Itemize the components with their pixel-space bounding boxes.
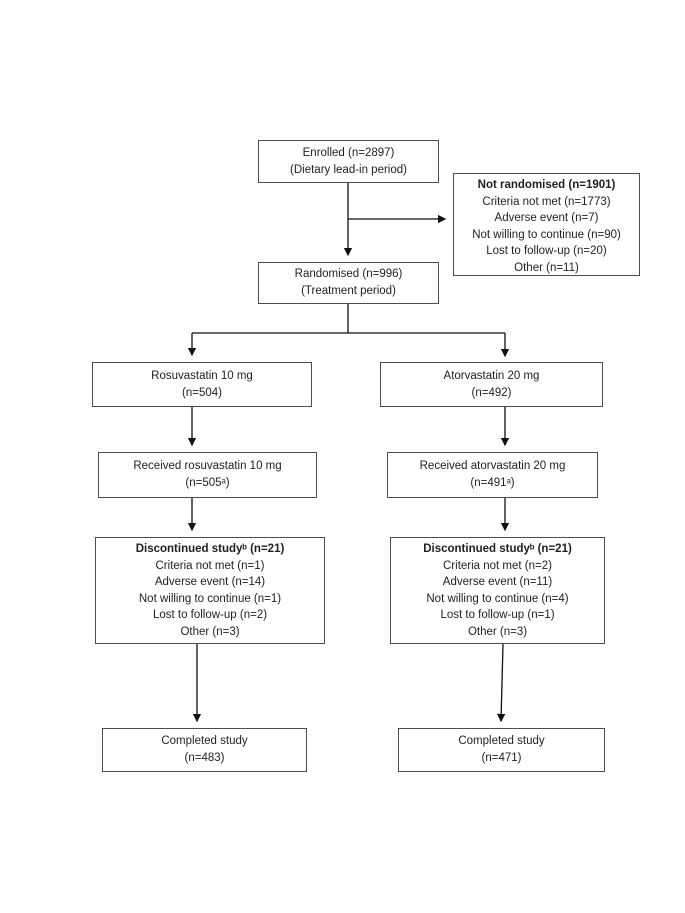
discontinued-atorvastatin-item: Other (n=3) (467, 625, 528, 638)
discontinued-atorvastatin-item: Adverse event (n=11) (442, 576, 553, 588)
enrolled-line2: (Dietary lead-in period) (290, 163, 407, 176)
discontinued-rosuvastatin-item: Adverse event (n=14) (154, 576, 266, 588)
received-atorvastatin-line1: Received atorvastatin 20 mg (419, 460, 566, 472)
completed-atorvastatin-line2: (n=471) (481, 752, 522, 764)
discontinued-rosuvastatin-item: Criteria not met (n=1) (155, 559, 265, 572)
received-atorvastatin-box: Received atorvastatin 20 mg (n=491ᵃ) (387, 452, 598, 498)
completed-rosuvastatin-line1: Completed study (161, 735, 248, 747)
not-randomised-box: Not randomised (n=1901) Criteria not met… (453, 173, 640, 276)
discontinued-rosuvastatin-title: Discontinued studyᵇ (n=21) (135, 543, 285, 555)
arrow-discontinued-ator-to-completed (496, 643, 506, 723)
completed-atorvastatin-line1: Completed study (458, 735, 545, 747)
not-randomised-item: Adverse event (n=7) (494, 212, 599, 224)
discontinued-rosuvastatin-box: Discontinued studyᵇ (n=21) Criteria not … (95, 537, 325, 644)
rosuvastatin-arm-box: Rosuvastatin 10 mg (n=504) (92, 362, 312, 407)
not-randomised-item: Criteria not met (n=1773) (482, 195, 611, 208)
randomised-line2: (Treatment period) (301, 285, 396, 297)
rosuvastatin-arm-line1: Rosuvastatin 10 mg (151, 369, 253, 382)
discontinued-atorvastatin-item: Lost to follow-up (n=1) (440, 609, 555, 621)
randomised-line1: Randomised (n=996) (294, 268, 403, 280)
completed-rosuvastatin-box: Completed study (n=483) (102, 728, 307, 772)
completed-rosuvastatin-line2: (n=483) (184, 752, 225, 764)
discontinued-atorvastatin-item: Not willing to continue (n=4) (426, 592, 569, 605)
discontinued-rosuvastatin-item: Not willing to continue (n=1) (138, 592, 282, 605)
not-randomised-title: Not randomised (n=1901) (477, 179, 616, 191)
enrolled-line1: Enrolled (n=2897) (302, 146, 395, 159)
randomised-box: Randomised (n=996) (Treatment period) (258, 262, 439, 304)
atorvastatin-arm-box: Atorvastatin 20 mg (n=492) (380, 362, 603, 407)
discontinued-atorvastatin-box: Discontinued studyᵇ (n=21) Criteria not … (390, 537, 605, 644)
not-randomised-item: Other (n=11) (514, 261, 579, 274)
atorvastatin-arm-line2: (n=492) (471, 386, 512, 399)
received-atorvastatin-line2: (n=491ᵃ) (470, 477, 515, 489)
received-rosuvastatin-line1: Received rosuvastatin 10 mg (133, 460, 282, 472)
discontinued-atorvastatin-title: Discontinued studyᵇ (n=21) (423, 543, 572, 555)
received-rosuvastatin-box: Received rosuvastatin 10 mg (n=505ᵃ) (98, 452, 317, 498)
discontinued-rosuvastatin-item: Other (n=3) (180, 625, 240, 638)
received-rosuvastatin-line2: (n=505ᵃ) (185, 477, 230, 489)
enrolled-box: Enrolled (n=2897) (Dietary lead-in perio… (258, 140, 439, 183)
rosuvastatin-arm-line2: (n=504) (182, 386, 222, 399)
discontinued-rosuvastatin-item: Lost to follow-up (n=2) (152, 609, 268, 621)
discontinued-atorvastatin-item: Criteria not met (n=2) (443, 559, 552, 572)
not-randomised-item: Not willing to continue (n=90) (472, 228, 621, 241)
not-randomised-item: Lost to follow-up (n=20) (486, 245, 607, 257)
atorvastatin-arm-line1: Atorvastatin 20 mg (443, 369, 540, 382)
completed-atorvastatin-box: Completed study (n=471) (398, 728, 605, 772)
